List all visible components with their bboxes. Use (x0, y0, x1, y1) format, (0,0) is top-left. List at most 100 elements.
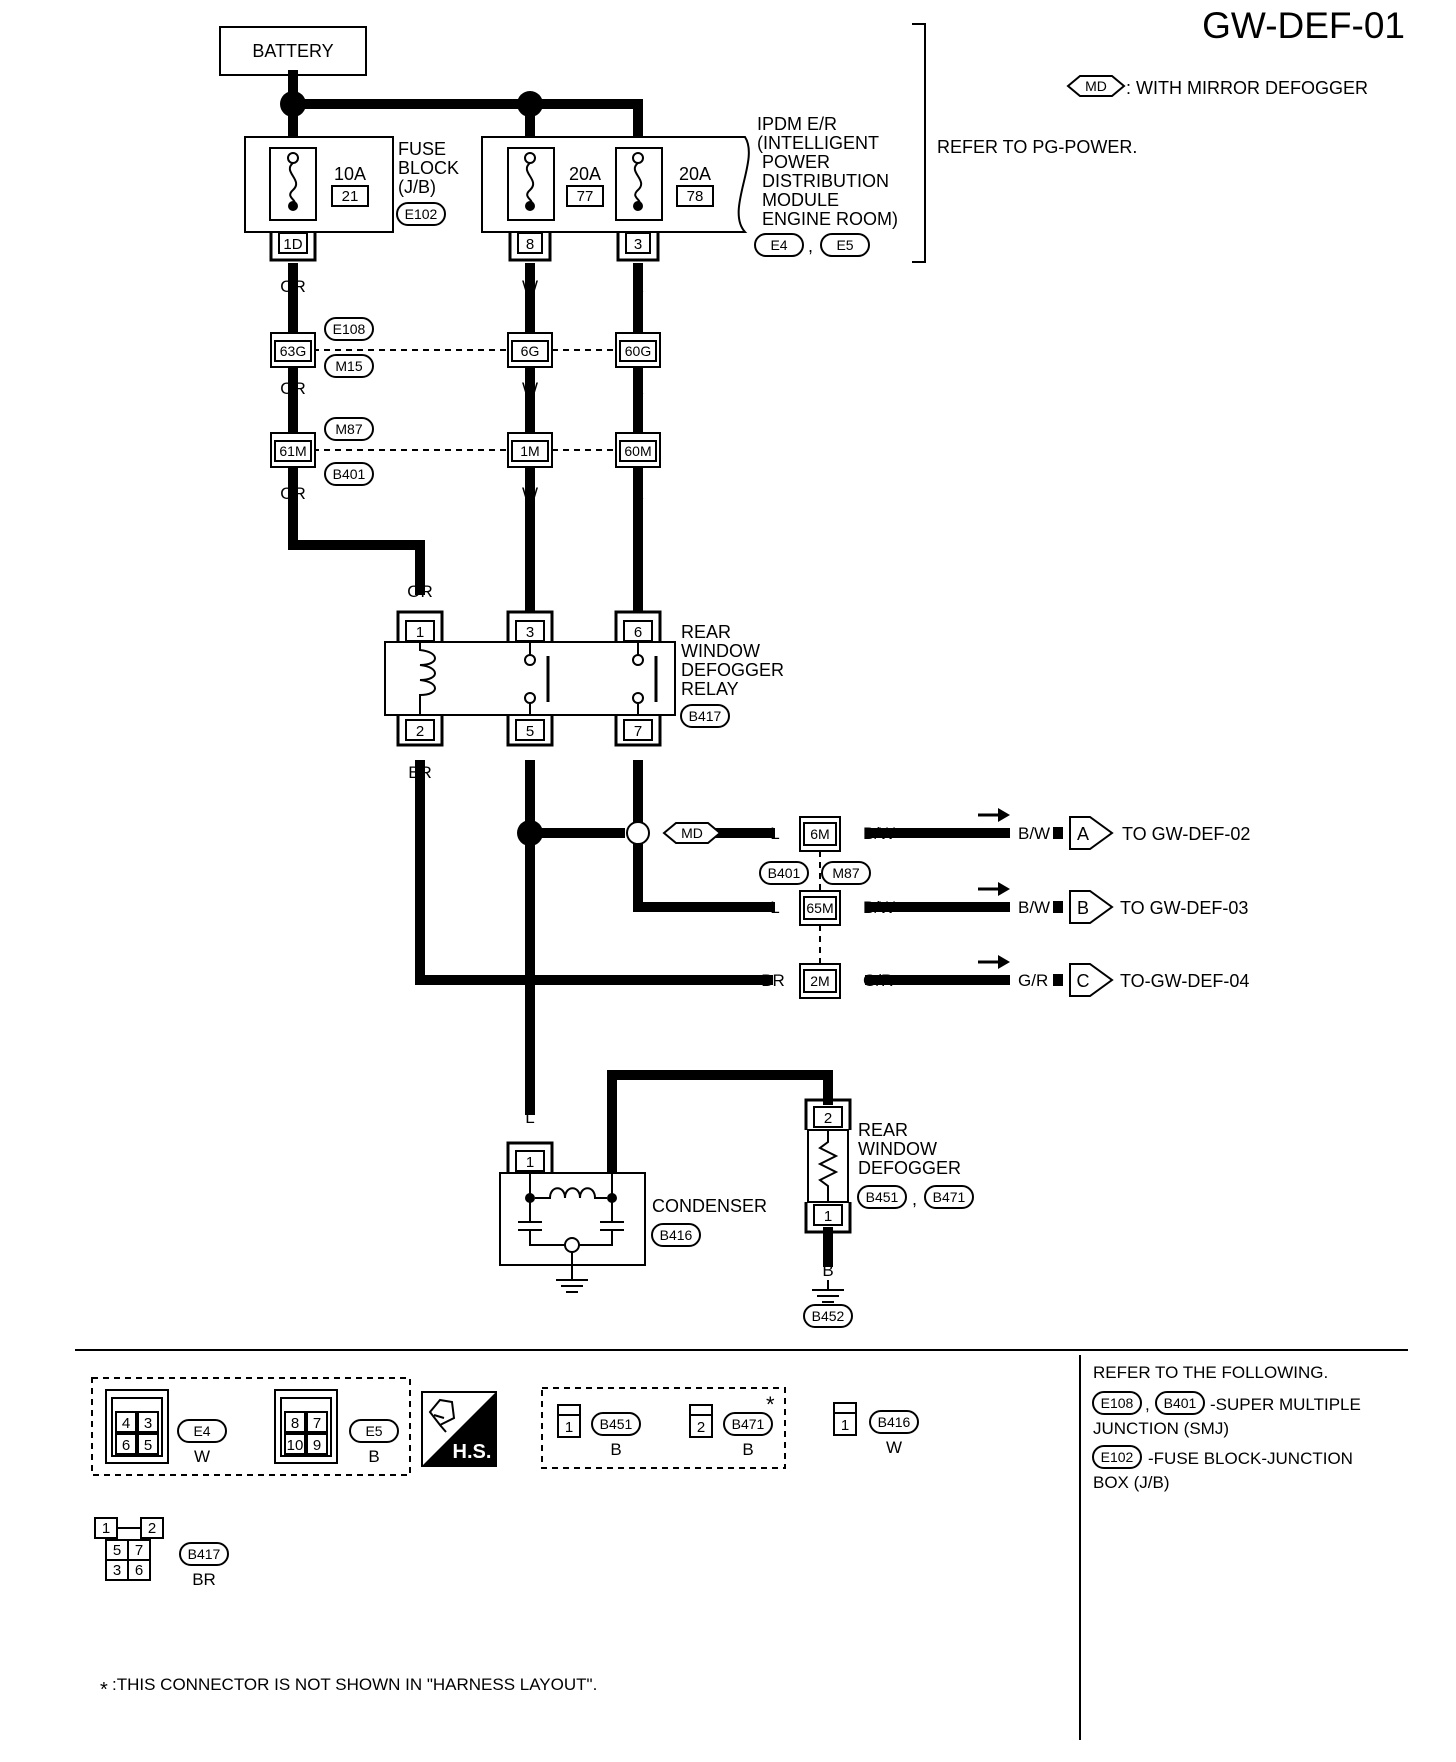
fuse-block: 10A 21 FUSE BLOCK (J/B) E102 (244, 136, 459, 233)
svg-text:B401: B401 (768, 865, 801, 881)
refer-title: REFER TO THE FOLLOWING. (1093, 1363, 1328, 1382)
svg-text:C: C (1077, 971, 1090, 991)
svg-text:,: , (912, 1189, 917, 1209)
svg-text:-FUSE BLOCK-JUNCTION: -FUSE BLOCK-JUNCTION (1148, 1449, 1353, 1468)
svg-text:63G: 63G (280, 343, 306, 359)
condenser: 1 CONDENSER B416 (499, 1141, 767, 1293)
fuse-21-num: 21 (342, 188, 359, 205)
svg-text:3: 3 (144, 1415, 152, 1432)
wire-color-w-3: W (522, 484, 538, 503)
output-c-text: TO-GW-DEF-04 (1120, 971, 1249, 991)
wire-color-or-2: OR (280, 379, 306, 398)
svg-text:B417: B417 (188, 1546, 221, 1562)
output-a-text: TO GW-DEF-02 (1122, 824, 1250, 844)
svg-text:7: 7 (634, 723, 642, 740)
ipdm-connector-e5: E5 (836, 237, 853, 253)
svg-text:B: B (610, 1440, 621, 1459)
svg-text:2: 2 (148, 1520, 156, 1537)
page-id: GW-DEF-01 (1202, 5, 1405, 46)
svg-text:B401: B401 (333, 466, 366, 482)
wire-color-l-1: L (525, 763, 534, 782)
legend-md: MD : WITH MIRROR DEFOGGER (1066, 75, 1368, 98)
condenser-connector: B416 (660, 1227, 693, 1243)
svg-text:B471: B471 (732, 1416, 765, 1432)
fuse-block-label-2: BLOCK (398, 158, 459, 178)
relay-label-1: REAR (681, 622, 731, 642)
svg-text:B401: B401 (1164, 1395, 1197, 1411)
wire-color-or-1: OR (280, 277, 306, 296)
svg-text:B: B (742, 1440, 753, 1459)
svg-text:,: , (1145, 1395, 1150, 1414)
wire-color-or-4: OR (407, 582, 433, 601)
wire-color-br-2: BR (761, 971, 785, 990)
hs-icon: H.S. (421, 1391, 497, 1467)
svg-text:6G: 6G (521, 343, 540, 359)
battery: BATTERY (219, 26, 367, 76)
svg-text:5: 5 (144, 1437, 152, 1454)
wire-color-or-3: OR (280, 484, 306, 503)
svg-text:7: 7 (313, 1415, 321, 1432)
svg-text:6M: 6M (810, 826, 829, 842)
wire-color-bw-3: B/W (1018, 824, 1050, 843)
smj-bottom-connectors: 6M 65M 2M B401 M87 (759, 816, 871, 999)
svg-text:1: 1 (824, 1208, 832, 1225)
svg-text:1: 1 (526, 1154, 534, 1171)
ipdm-label-6: ENGINE ROOM) (762, 209, 898, 229)
output-b-text: TO GW-DEF-03 (1120, 898, 1248, 918)
relay-label-4: RELAY (681, 679, 739, 699)
ipdm-label-3: POWER (762, 152, 830, 172)
wire-color-l-5: L (525, 1108, 534, 1127)
svg-text:B451: B451 (600, 1416, 633, 1432)
svg-text:6: 6 (634, 624, 642, 641)
svg-text:10: 10 (287, 1437, 304, 1454)
wire-color-w-2: W (522, 379, 538, 398)
wire-color-r-3: R (632, 484, 644, 503)
wire-color-l-2: L (633, 763, 642, 782)
wire-color-bw-2: B/W (863, 898, 895, 917)
svg-text:H.S.: H.S. (453, 1441, 492, 1463)
svg-text:MD: MD (681, 825, 703, 841)
svg-text:9: 9 (313, 1437, 321, 1454)
output-b: B TO GW-DEF-03 (1053, 890, 1248, 924)
wire-color-r-2: R (632, 379, 644, 398)
terminal-8: 8 (508, 232, 552, 262)
wire-color-gr-2: G/R (1018, 971, 1048, 990)
connector-view-b451: 1 B451 B (557, 1404, 641, 1459)
fuse-block-connector: E102 (405, 206, 438, 222)
fuse-block-label-1: FUSE (398, 139, 446, 159)
defogger-label-1: REAR (858, 1120, 908, 1140)
fuse-78-amp: 20A (679, 164, 711, 184)
svg-text:8: 8 (291, 1415, 299, 1432)
svg-text:8: 8 (526, 236, 534, 253)
svg-text:1: 1 (565, 1419, 573, 1436)
terminal-1d: 1D (269, 232, 317, 262)
svg-text:E108: E108 (1101, 1395, 1134, 1411)
output-c: C TO-GW-DEF-04 (1053, 963, 1249, 997)
refer-pg-power: REFER TO PG-POWER. (937, 137, 1137, 157)
svg-text:W: W (194, 1447, 210, 1466)
condenser-label: CONDENSER (652, 1196, 767, 1216)
fuse-78-num: 78 (687, 188, 704, 205)
footnote-star: * (100, 1679, 108, 1701)
svg-text:M87: M87 (832, 865, 859, 881)
defogger-connector-b451: B451 (866, 1189, 899, 1205)
svg-text:3: 3 (526, 624, 534, 641)
svg-text:,: , (808, 236, 813, 256)
wire-color-r-1: R (632, 277, 644, 296)
svg-text:E108: E108 (333, 321, 366, 337)
refer-following: REFER TO THE FOLLOWING. E108 , B401 -SUP… (1092, 1363, 1361, 1492)
ipdm-connector-e4: E4 (770, 237, 787, 253)
battery-label: BATTERY (252, 41, 333, 61)
connector-view-e4: 4 3 6 5 E4 W (105, 1389, 227, 1466)
connector-view-b417: 1 2 5 7 3 6 B417 BR (94, 1517, 229, 1589)
terminal-3: 3 (616, 232, 660, 262)
rear-window-defogger-relay: 1 3 6 2 5 7 REAR WINDOW DEFO (384, 610, 784, 747)
ipdm-label-2: (INTELLIGENT (757, 133, 879, 153)
junction-m87-b401: 61M 1M 60M M87 B401 (270, 417, 661, 486)
svg-text:E4: E4 (193, 1423, 210, 1439)
svg-text:B: B (368, 1447, 379, 1466)
defogger-label-2: WINDOW (858, 1139, 937, 1159)
svg-text:7: 7 (135, 1542, 143, 1559)
connector-view-b416: 1 B416 W (833, 1402, 919, 1457)
fuse-77-num: 77 (577, 188, 594, 205)
